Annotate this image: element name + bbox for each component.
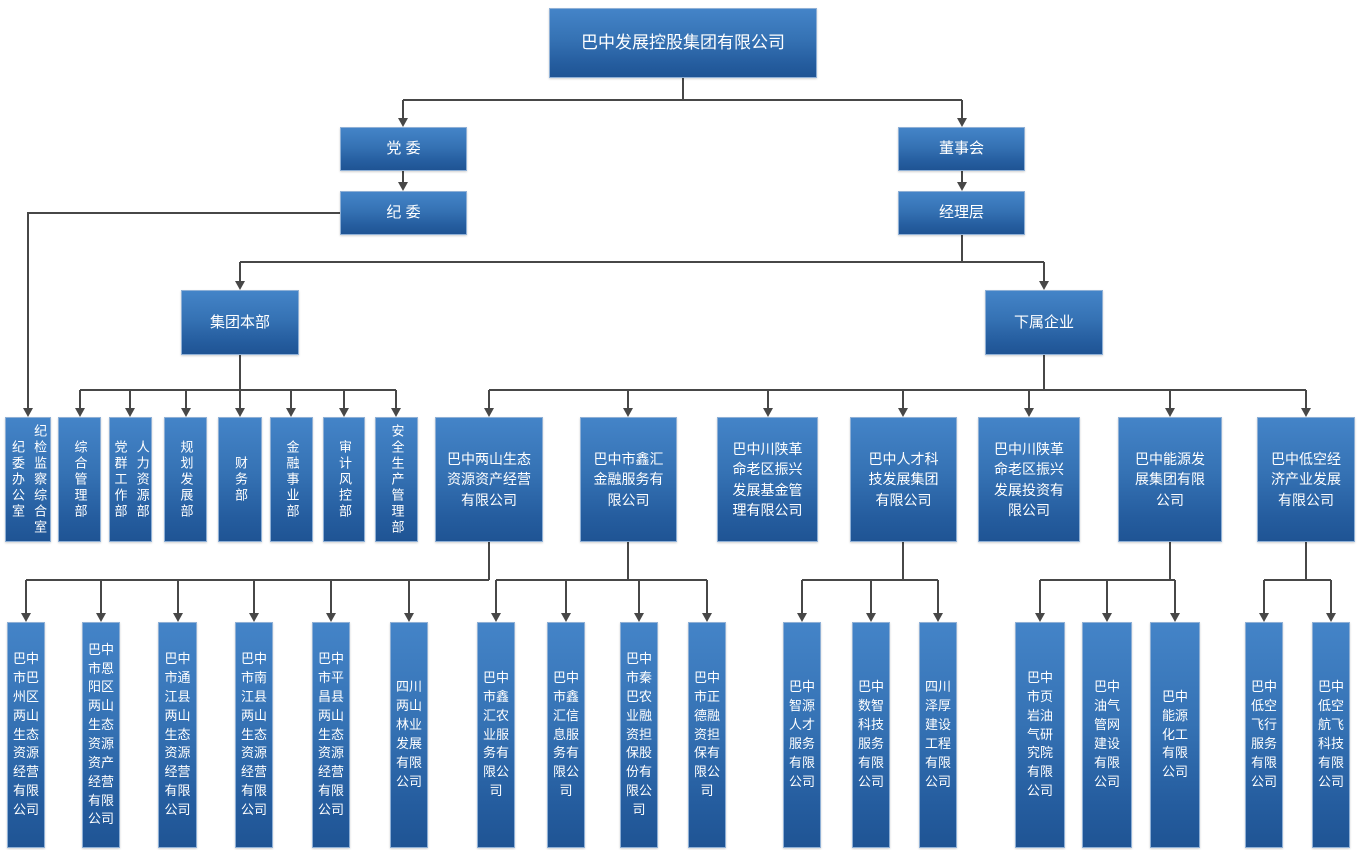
org-node-b4: 巴中市南江县两山生态资源经营有限公司 bbox=[235, 622, 273, 848]
arrowhead-icon bbox=[1039, 281, 1049, 290]
org-node-b8: 巴中市鑫汇信息服务有限公司 bbox=[547, 622, 585, 848]
arrowhead-icon bbox=[1259, 613, 1269, 622]
arrowhead-icon bbox=[23, 408, 33, 417]
arrowhead-icon bbox=[933, 613, 943, 622]
arrowhead-icon bbox=[866, 613, 876, 622]
org-node-b6: 四川两山林业发展有限公司 bbox=[390, 622, 428, 848]
org-node-b13: 四川泽厚建设工程有限公司 bbox=[919, 622, 957, 848]
arrowhead-icon bbox=[96, 613, 106, 622]
arrowhead-icon bbox=[1165, 408, 1175, 417]
arrowhead-icon bbox=[326, 613, 336, 622]
arrowhead-icon bbox=[1102, 613, 1112, 622]
org-node-dongshihui: 董事会 bbox=[898, 127, 1025, 171]
arrowhead-icon bbox=[763, 408, 773, 417]
arrowhead-icon bbox=[249, 613, 259, 622]
arrowhead-icon bbox=[404, 613, 414, 622]
arrowhead-icon bbox=[702, 613, 712, 622]
arrowhead-icon bbox=[957, 182, 967, 191]
org-node-b16: 巴中能源化工有限公司 bbox=[1150, 622, 1200, 848]
arrowhead-icon bbox=[957, 118, 967, 127]
org-node-d6: 金融事业部 bbox=[270, 417, 313, 542]
arrowhead-icon bbox=[1024, 408, 1034, 417]
org-node-c4: 巴中人才科技发展集团有限公司 bbox=[850, 417, 957, 542]
arrowhead-icon bbox=[181, 408, 191, 417]
arrowhead-icon bbox=[491, 613, 501, 622]
org-node-d5: 财务部 bbox=[218, 417, 262, 542]
org-node-b3: 巴中市通江县两山生态资源经营有限公司 bbox=[158, 622, 197, 848]
org-node-xiashu: 下属企业 bbox=[985, 290, 1103, 355]
org-node-c6: 巴中能源发展集团有限公司 bbox=[1118, 417, 1222, 542]
arrowhead-icon bbox=[75, 408, 85, 417]
arrowhead-icon bbox=[623, 408, 633, 417]
org-node-b17: 巴中低空飞行服务有限公司 bbox=[1245, 622, 1283, 848]
org-node-b14: 巴中市页岩油气研究院有限公司 bbox=[1015, 622, 1065, 848]
org-node-benbu: 集团本部 bbox=[181, 290, 299, 355]
arrowhead-icon bbox=[125, 408, 135, 417]
org-node-c1: 巴中两山生态资源资产经营有限公司 bbox=[435, 417, 543, 542]
org-node-d7: 审计风控部 bbox=[323, 417, 365, 542]
arrowhead-icon bbox=[21, 613, 31, 622]
org-node-b9: 巴中市秦巴农业融资担保股份有限公司 bbox=[620, 622, 658, 848]
org-node-dangwei: 党 委 bbox=[340, 127, 467, 171]
org-node-b10: 巴中市正德融资担保有限公司 bbox=[688, 622, 726, 848]
arrowhead-icon bbox=[898, 408, 908, 417]
arrowhead-icon bbox=[173, 613, 183, 622]
org-node-c3: 巴中川陕革命老区振兴发展基金管理有限公司 bbox=[717, 417, 818, 542]
arrowhead-icon bbox=[235, 408, 245, 417]
org-node-d4: 规划发展部 bbox=[164, 417, 207, 542]
org-node-b5: 巴中市平昌县两山生态资源经营有限公司 bbox=[312, 622, 350, 848]
org-node-b7: 巴中市鑫汇农业服务有限公司 bbox=[477, 622, 515, 848]
arrowhead-icon bbox=[398, 182, 408, 191]
org-node-c2: 巴中市鑫汇金融服务有限公司 bbox=[580, 417, 677, 542]
arrowhead-icon bbox=[484, 408, 494, 417]
arrowhead-icon bbox=[1301, 408, 1311, 417]
org-node-b18: 巴中低空航飞科技有限公司 bbox=[1312, 622, 1350, 848]
arrowhead-icon bbox=[1326, 613, 1336, 622]
org-node-b15: 巴中油气管网建设有限公司 bbox=[1082, 622, 1132, 848]
org-node-c7: 巴中低空经济产业发展有限公司 bbox=[1257, 417, 1355, 542]
arrowhead-icon bbox=[561, 613, 571, 622]
org-node-d2: 综合管理部 bbox=[58, 417, 101, 542]
arrowhead-icon bbox=[1170, 613, 1180, 622]
org-node-b11: 巴中智源人才服务有限公司 bbox=[783, 622, 821, 848]
org-node-d1: 纪检监察综合室 纪委办公室 bbox=[5, 417, 51, 542]
arrowhead-icon bbox=[391, 408, 401, 417]
org-node-root: 巴中发展控股集团有限公司 bbox=[549, 8, 817, 78]
org-node-jinglicen: 经理层 bbox=[898, 191, 1025, 235]
org-node-b2: 巴中市恩阳区两山生态资源资产经营有限公司 bbox=[82, 622, 120, 848]
arrowhead-icon bbox=[286, 408, 296, 417]
org-connector bbox=[27, 212, 340, 409]
org-node-c5: 巴中川陕革命老区振兴发展投资有限公司 bbox=[978, 417, 1080, 542]
arrowhead-icon bbox=[235, 281, 245, 290]
arrowhead-icon bbox=[634, 613, 644, 622]
arrowhead-icon bbox=[1035, 613, 1045, 622]
org-node-d8: 安全生产管理部 bbox=[375, 417, 418, 542]
org-node-b12: 巴中数智科技服务有限公司 bbox=[852, 622, 890, 848]
org-node-b1: 巴中市巴州区两山生态资源经营有限公司 bbox=[7, 622, 45, 848]
org-node-d3: 人力资源部 党群工作部 bbox=[109, 417, 152, 542]
arrowhead-icon bbox=[398, 118, 408, 127]
arrowhead-icon bbox=[339, 408, 349, 417]
arrowhead-icon bbox=[797, 613, 807, 622]
org-node-jiwei: 纪 委 bbox=[340, 191, 467, 235]
